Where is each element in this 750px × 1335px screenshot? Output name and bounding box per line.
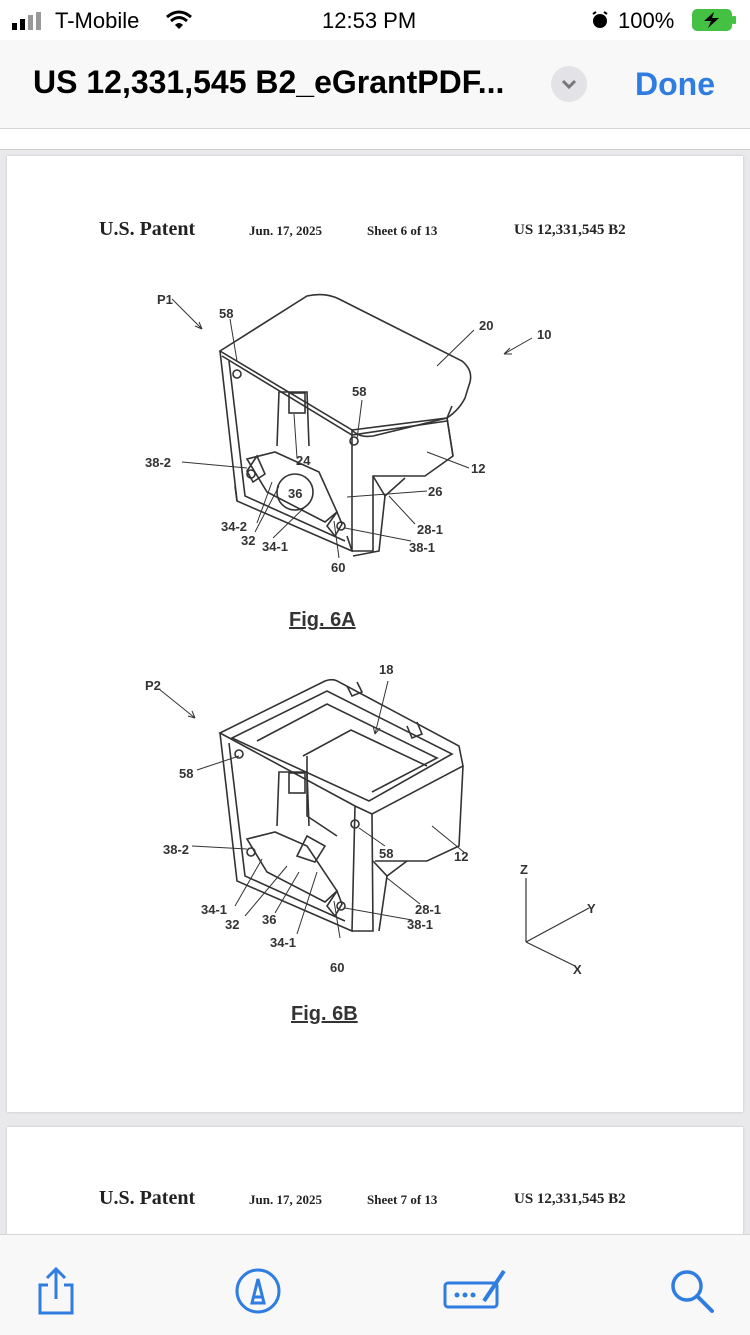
ref-label: 18 bbox=[379, 662, 393, 677]
figure-6a-reference-numerals: P1 58 20 10 58 24 38-2 12 36 26 34-2 32 … bbox=[145, 292, 551, 575]
ref-label: 26 bbox=[428, 484, 442, 499]
pdf-page-sheet-6: U.S. Patent Jun. 17, 2025 Sheet 6 of 13 … bbox=[7, 156, 743, 1112]
ref-label: 28-1 bbox=[415, 902, 441, 917]
search-button[interactable] bbox=[664, 1263, 720, 1319]
patent-number: US 12,331,545 B2 bbox=[514, 1191, 626, 1207]
ref-label: 36 bbox=[288, 486, 302, 501]
chevron-down-icon bbox=[561, 79, 577, 90]
ref-label: 24 bbox=[296, 453, 311, 468]
ref-label: 12 bbox=[454, 849, 468, 864]
ref-label: 10 bbox=[537, 327, 551, 342]
axis-z-label: Z bbox=[520, 862, 528, 877]
ref-label: 34-1 bbox=[262, 539, 288, 554]
markup-icon bbox=[235, 1268, 281, 1314]
axis-triad bbox=[525, 878, 590, 967]
bottom-toolbar bbox=[0, 1234, 750, 1335]
ref-label: 20 bbox=[479, 318, 493, 333]
ref-label: 38-1 bbox=[409, 540, 435, 555]
ref-label: 28-1 bbox=[417, 522, 443, 537]
document-title[interactable]: US 12,331,545 B2_eGrantPDF... bbox=[33, 64, 505, 100]
figure-6a-caption: Fig. 6A bbox=[289, 609, 356, 631]
ref-label: 58 bbox=[179, 766, 193, 781]
ref-label: P1 bbox=[157, 292, 173, 307]
ref-label: 38-1 bbox=[407, 917, 433, 932]
sheet-number: Sheet 6 of 13 bbox=[367, 223, 438, 238]
carrier-label: T-Mobile bbox=[55, 8, 140, 33]
ref-label: P2 bbox=[145, 678, 161, 693]
share-icon bbox=[38, 1266, 74, 1315]
form-fill-button[interactable] bbox=[442, 1263, 510, 1319]
previous-page-edge bbox=[0, 129, 750, 150]
ref-label: 60 bbox=[331, 560, 345, 575]
battery-percent: 100% bbox=[618, 8, 675, 33]
axis-x-label: X bbox=[573, 962, 582, 977]
figure-6b-caption: Fig. 6B bbox=[291, 1003, 358, 1025]
signal-icon bbox=[12, 12, 41, 30]
ref-label: 58 bbox=[379, 846, 393, 861]
ref-label: 36 bbox=[262, 912, 276, 927]
patent-header-label: U.S. Patent bbox=[99, 218, 196, 240]
patent-date: Jun. 17, 2025 bbox=[249, 1192, 322, 1207]
ref-label: 32 bbox=[241, 533, 255, 548]
ref-label: 34-1 bbox=[270, 935, 296, 950]
patent-number: US 12,331,545 B2 bbox=[514, 222, 626, 238]
keyboard-icon bbox=[443, 1269, 506, 1309]
ref-label: 34-1 bbox=[201, 902, 227, 917]
ref-label: 58 bbox=[352, 384, 366, 399]
markup-button[interactable] bbox=[230, 1263, 286, 1319]
pdf-page-sheet-7: U.S. Patent Jun. 17, 2025 Sheet 7 of 13 … bbox=[7, 1127, 743, 1247]
navigation-bar: US 12,331,545 B2_eGrantPDF... Done bbox=[0, 40, 750, 129]
patent-header-label: U.S. Patent bbox=[99, 1187, 196, 1209]
ref-label: 12 bbox=[471, 461, 485, 476]
ref-label: 60 bbox=[330, 960, 344, 975]
share-button[interactable] bbox=[28, 1263, 84, 1319]
ref-label: 32 bbox=[225, 917, 239, 932]
axis-y-label: Y bbox=[587, 901, 596, 916]
figure-6a-drawing: P1 58 20 10 58 24 38-2 12 36 26 34-2 32 … bbox=[145, 292, 551, 631]
ref-label: 38-2 bbox=[163, 842, 189, 857]
ref-label: 34-2 bbox=[221, 519, 247, 534]
figure-6b-drawing: 18 P2 58 38-2 58 12 34-1 32 36 34-1 28-1… bbox=[145, 662, 596, 1025]
patent-date: Jun. 17, 2025 bbox=[249, 223, 322, 238]
sheet-number: Sheet 7 of 13 bbox=[367, 1192, 438, 1207]
status-bar: T-Mobile 12:53 PM 100% bbox=[0, 0, 750, 40]
ref-label: 58 bbox=[219, 306, 233, 321]
done-button[interactable]: Done bbox=[635, 66, 715, 102]
ref-label: 38-2 bbox=[145, 455, 171, 470]
alarm-icon bbox=[592, 11, 608, 28]
battery-charging-icon bbox=[692, 9, 736, 31]
figure-6b-reference-numerals: 18 P2 58 38-2 58 12 34-1 32 36 34-1 28-1… bbox=[145, 662, 596, 977]
search-icon bbox=[671, 1270, 714, 1313]
wifi-icon bbox=[166, 10, 192, 29]
title-menu-button[interactable] bbox=[551, 66, 587, 102]
clock: 12:53 PM bbox=[322, 8, 417, 33]
